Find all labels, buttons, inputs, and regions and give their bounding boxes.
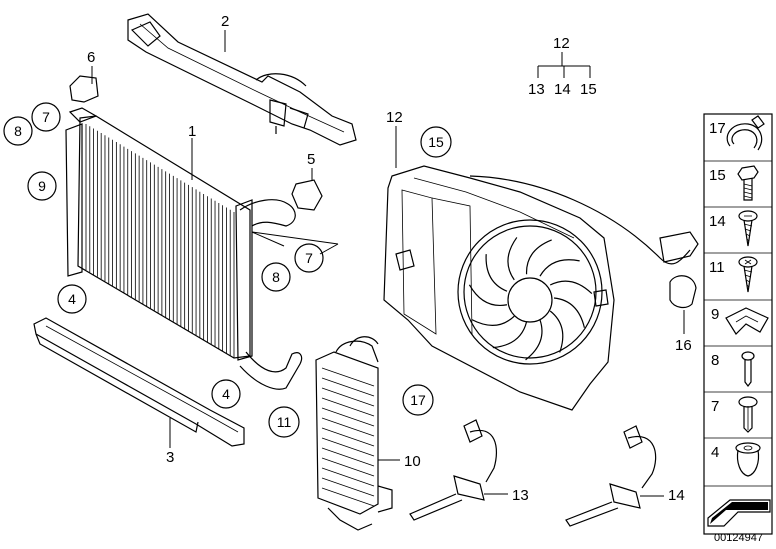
cable-tie-14-drawing xyxy=(565,425,657,527)
callout-4b: 4 xyxy=(211,379,241,409)
push-rivet-icon xyxy=(738,396,758,433)
clip-16-drawing xyxy=(669,275,697,309)
radiator-drawing xyxy=(65,75,323,390)
callout-17: 17 xyxy=(402,384,434,416)
sheet-icon xyxy=(707,499,771,527)
part-label-lower-bracket: 3 xyxy=(166,449,174,466)
fastener-legend: 17 15 14 11 9 8 7 4 xyxy=(703,113,773,535)
svg-text:7: 7 xyxy=(305,250,313,266)
part-label-clip-6: 6 xyxy=(87,49,95,66)
group-sub-label-13: 13 xyxy=(528,81,545,98)
svg-text:8: 8 xyxy=(272,269,280,285)
part-labels: 1 2 3 5 6 10 12 13 14 16 12 13 14 15 xyxy=(87,13,692,504)
upper-bracket-drawing xyxy=(127,13,357,146)
grommet-icon xyxy=(735,442,761,477)
legend-num-14: 14 xyxy=(709,213,726,230)
legend-num-7: 7 xyxy=(711,398,719,415)
svg-text:4: 4 xyxy=(222,386,230,402)
spring-clip-icon xyxy=(725,307,769,335)
legend-num-8: 8 xyxy=(711,352,719,369)
group-sub-label-15: 15 xyxy=(580,81,597,98)
torx-screw-icon xyxy=(738,256,758,293)
callout-4a: 4 xyxy=(57,284,87,314)
legend-num-17: 17 xyxy=(709,120,726,137)
svg-text:8: 8 xyxy=(14,123,22,139)
svg-text:11: 11 xyxy=(277,414,292,430)
part-label-radiator: 1 xyxy=(188,123,196,140)
circled-callouts: 7 8 9 4 7 8 4 11 17 15 xyxy=(3,102,452,438)
callout-11: 11 xyxy=(268,406,300,438)
fan-shroud-drawing xyxy=(383,165,699,411)
part-label-mount-5: 5 xyxy=(307,151,315,168)
document-number: 00124947 xyxy=(714,532,763,544)
callout-8a: 8 xyxy=(3,116,33,146)
intercooler-drawing xyxy=(315,336,393,531)
svg-text:17: 17 xyxy=(410,392,426,408)
part-label-cable-tie-14: 14 xyxy=(668,487,685,504)
part-label-fan-shroud: 12 xyxy=(386,109,403,126)
part-label-intercooler: 10 xyxy=(404,453,421,470)
callout-8b: 8 xyxy=(261,262,291,292)
part-label-clip-16: 16 xyxy=(675,337,692,354)
legend-num-4: 4 xyxy=(711,444,719,461)
legend-num-9: 9 xyxy=(711,306,719,323)
hex-bolt-icon xyxy=(737,165,759,201)
group-label: 12 xyxy=(553,35,570,52)
pin-icon xyxy=(741,351,755,387)
leader-lines xyxy=(91,30,685,497)
svg-text:15: 15 xyxy=(428,134,444,150)
svg-text:9: 9 xyxy=(38,178,46,194)
callout-7a: 7 xyxy=(31,102,61,132)
callout-7b: 7 xyxy=(294,243,324,273)
hose-clamp-icon xyxy=(726,115,765,151)
part-label-upper-bracket: 2 xyxy=(221,13,229,30)
legend-num-11: 11 xyxy=(709,259,725,276)
lower-bracket-drawing xyxy=(33,317,245,447)
svg-text:4: 4 xyxy=(68,291,76,307)
callout-15: 15 xyxy=(420,126,452,158)
callout-9: 9 xyxy=(27,171,57,201)
part-label-cable-tie-13: 13 xyxy=(512,487,529,504)
cable-tie-13-drawing xyxy=(409,419,497,521)
svg-text:7: 7 xyxy=(42,109,50,125)
legend-num-15: 15 xyxy=(709,167,726,184)
group-sub-label-14: 14 xyxy=(554,81,571,98)
screw-icon xyxy=(738,210,758,247)
